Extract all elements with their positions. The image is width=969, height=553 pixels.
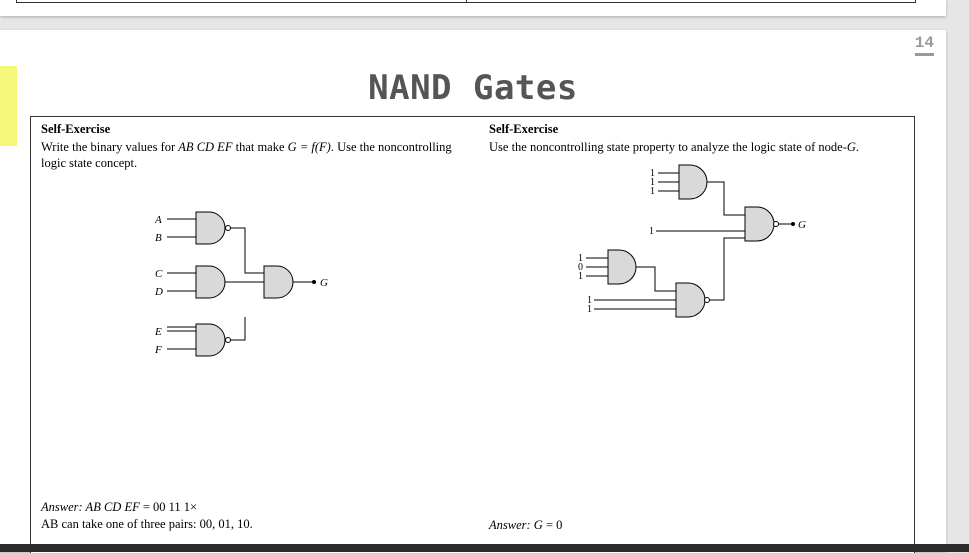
left-prompt-equation: G = f(F) — [287, 140, 331, 154]
right-nand-circuit: 1 1 1 1 1 0 1 1 1 G — [578, 164, 806, 318]
gate1-input-1: 1 — [650, 168, 655, 179]
direct-input: 1 — [649, 226, 654, 237]
right-exercise-panel: Self-Exercise Use the noncontrolling sta… — [466, 116, 915, 553]
inverter-bubble-output — [773, 221, 779, 227]
nand-gate-cd — [195, 265, 226, 299]
left-exercise-panel: Self-Exercise Write the binary values fo… — [30, 116, 467, 553]
slide: 14 NAND Gates Self-Exercise Write the bi… — [0, 30, 946, 553]
left-answer-label: Answer: AB CD EF — [41, 500, 140, 514]
and-gate-3 — [607, 249, 637, 285]
label-e: E — [154, 326, 162, 338]
gate1-input-2: 1 — [650, 177, 655, 188]
right-answer: Answer: G = 0 — [489, 517, 562, 533]
highlight-marker — [0, 66, 17, 146]
left-answer: Answer: AB CD EF = 00 11 1× — [41, 499, 197, 515]
wire-ab-out — [230, 227, 264, 274]
label-d: D — [154, 286, 163, 298]
gate3-input-1: 1 — [578, 253, 583, 264]
left-answer-value: = 00 11 1× — [139, 500, 198, 514]
left-nand-circuit-lower: E F — [154, 317, 246, 357]
right-answer-value: = 0 — [542, 518, 563, 532]
slide-title: NAND Gates — [368, 68, 578, 108]
nand-gate-output — [744, 206, 775, 242]
bottom-bar — [0, 544, 969, 552]
output-dot — [791, 222, 795, 226]
right-prompt-pre: Use the noncontrolling state property to… — [489, 140, 847, 154]
gate3-input-2: 0 — [578, 262, 583, 273]
label-b: B — [155, 232, 162, 244]
right-prompt-node: G — [846, 140, 856, 154]
wire-lower-out — [709, 237, 745, 301]
nand-gate-lower — [675, 282, 706, 318]
and-gate-output — [263, 265, 294, 299]
gate3-input-3: 1 — [578, 271, 583, 282]
right-exercise-prompt: Use the noncontrolling state property to… — [489, 139, 909, 155]
right-answer-label: Answer: G — [489, 518, 543, 532]
wire-gate1-out — [707, 181, 745, 216]
right-exercise-heading: Self-Exercise — [489, 122, 559, 136]
gate4-input-1: 1 — [587, 295, 592, 306]
left-exercise-heading: Self-Exercise — [41, 122, 111, 136]
page-number: 14 — [914, 33, 934, 56]
left-nand-circuit: A B C D G — [154, 211, 328, 328]
output-dot — [312, 280, 316, 284]
previous-slide — [0, 0, 946, 16]
gate1-input-3: 1 — [650, 186, 655, 197]
previous-table-divider — [466, 0, 467, 3]
inverter-bubble-ef — [225, 337, 231, 343]
gate4-input-2: 1 — [587, 304, 592, 315]
label-g: G — [320, 277, 328, 289]
label-g: G — [798, 219, 806, 231]
left-answer-note: AB can take one of three pairs: 00, 01, … — [41, 517, 253, 531]
label-a: A — [154, 214, 162, 226]
label-c: C — [155, 268, 163, 280]
left-prompt-vars: AB CD EF — [178, 140, 233, 154]
right-prompt-post: . — [855, 140, 860, 154]
left-prompt-mid: that make — [232, 140, 288, 154]
label-f: F — [154, 344, 162, 356]
left-exercise-prompt: Write the binary values for AB CD EF tha… — [41, 139, 459, 171]
nand-gate-ef — [195, 323, 226, 357]
wire-gate3-out — [636, 266, 676, 292]
left-prompt-post: . Use the noncontrolling logic state con… — [41, 140, 452, 170]
nand-gate-ab — [195, 211, 226, 245]
left-prompt-pre: Write the binary values for — [41, 140, 179, 154]
wire-ef-out — [230, 317, 246, 341]
inverter-bubble-lower — [704, 297, 710, 303]
inverter-bubble-ab — [225, 225, 231, 231]
and-gate-1 — [678, 164, 708, 200]
